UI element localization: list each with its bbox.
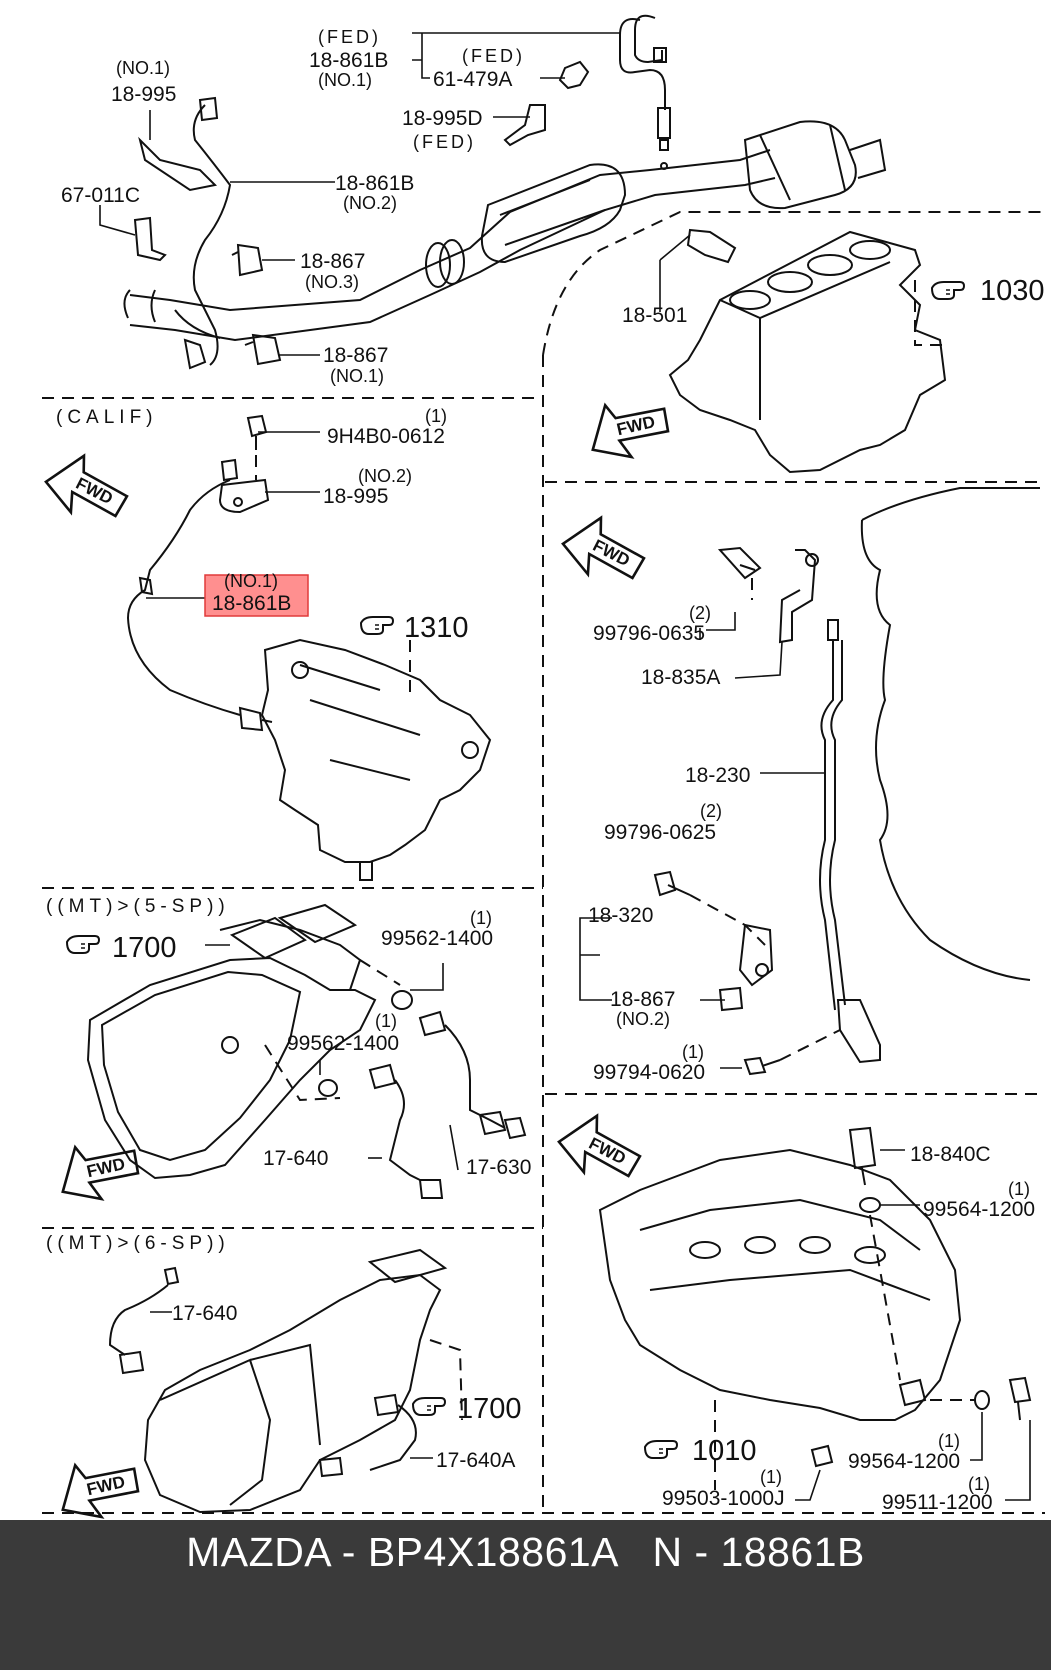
fwd-arrow-mt5: FWD bbox=[46, 1124, 149, 1214]
part-label: 17-630 bbox=[466, 1156, 531, 1179]
part-label: 18-867 bbox=[610, 988, 675, 1011]
part-label: 9H4B0-0612 bbox=[327, 425, 445, 448]
mt5-transmission-drawing bbox=[86, 903, 527, 1199]
section-heading-mt6: ((MT)>(6-SP)) bbox=[46, 1233, 230, 1254]
part-label: (NO.1) bbox=[318, 70, 372, 90]
part-label: 18-867 bbox=[300, 250, 365, 273]
part-label: (1) bbox=[938, 1431, 960, 1451]
part-label: 99503-1000J bbox=[662, 1487, 785, 1510]
top-left-leaders bbox=[99, 32, 620, 356]
reference-hand-icon bbox=[644, 1440, 678, 1459]
part-label: 99562-1400 bbox=[287, 1032, 399, 1055]
part-label: (1) bbox=[760, 1467, 782, 1487]
part-label: (FED) bbox=[462, 46, 525, 66]
part-label: (NO.2) bbox=[358, 466, 412, 486]
fwd-arrow-calif: FWD bbox=[38, 446, 136, 527]
part-label: 18-861B bbox=[335, 172, 414, 195]
reference-number: 1030 bbox=[980, 275, 1045, 307]
part-label: (1) bbox=[1008, 1179, 1030, 1199]
part-label: (FED) bbox=[413, 132, 476, 152]
part-label: 99796-0635 bbox=[593, 622, 705, 645]
fwd-arrow-right-mid: FWD bbox=[555, 508, 653, 589]
right-middle-drawing bbox=[579, 487, 1040, 1076]
part-label: 99562-1400 bbox=[381, 927, 493, 950]
exhaust-assembly-drawing bbox=[123, 14, 887, 370]
part-label: 61-479A bbox=[433, 68, 512, 91]
part-label: (1) bbox=[968, 1474, 990, 1494]
engine-block-drawing bbox=[659, 228, 947, 474]
fwd-arrow-mt6: FWD bbox=[46, 1442, 149, 1520]
parts-diagram: FWD FWD FWD FWD FWD FWD (CALIF) ((MT)>(5… bbox=[38, 14, 1045, 1520]
part-label: 17-640A bbox=[436, 1449, 515, 1472]
part-label: 18-840C bbox=[910, 1143, 991, 1166]
part-label: (NO.3) bbox=[305, 272, 359, 292]
part-labels: (FED) 18-861B (NO.1) (FED) 61-479A 18-99… bbox=[61, 27, 1045, 1514]
part-label: 18-861B bbox=[309, 49, 388, 72]
reference-number: 1700 bbox=[457, 1393, 522, 1425]
highlighted-part-box bbox=[204, 574, 309, 617]
part-label: 99794-0620 bbox=[593, 1061, 705, 1084]
part-label: (NO.1) bbox=[116, 58, 170, 78]
footer-bar bbox=[0, 1520, 1051, 1670]
highlighted-part-qty: (NO.1) bbox=[224, 571, 278, 591]
reference-hand-icon bbox=[360, 616, 394, 635]
part-label: 18-320 bbox=[588, 904, 653, 927]
cylinder-head-drawing bbox=[598, 1126, 1032, 1501]
section-heading-mt5: ((MT)>(5-SP)) bbox=[46, 896, 230, 917]
fwd-arrow-head: FWD bbox=[551, 1106, 649, 1187]
part-label: 17-640 bbox=[172, 1302, 237, 1325]
part-label: (2) bbox=[700, 801, 722, 821]
part-label: 18-835A bbox=[641, 666, 720, 689]
part-label: 18-501 bbox=[622, 304, 687, 327]
part-label: 99511-1200 bbox=[882, 1491, 993, 1514]
part-label: 18-995 bbox=[111, 83, 176, 106]
highlighted-part-number: 18-861B bbox=[212, 592, 291, 615]
part-label: 67-011C bbox=[61, 184, 140, 207]
calif-drawing bbox=[126, 414, 492, 881]
section-dividers bbox=[42, 211, 1045, 1515]
part-label: 99564-1200 bbox=[848, 1450, 960, 1473]
reference-number: 1010 bbox=[692, 1435, 757, 1467]
part-label: 99564-1200 bbox=[923, 1198, 1035, 1221]
reference-hand-icon bbox=[412, 1397, 446, 1416]
reference-hand-icon bbox=[66, 935, 100, 954]
part-label: 18-995 bbox=[323, 485, 388, 508]
part-label: 99796-0625 bbox=[604, 821, 716, 844]
reference-number: 1700 bbox=[112, 932, 177, 964]
reference-hand-icon bbox=[931, 281, 965, 300]
part-label: 18-230 bbox=[685, 764, 750, 787]
reference-number: 1310 bbox=[404, 612, 469, 644]
part-label: 17-640 bbox=[263, 1147, 328, 1170]
part-label: 18-995D bbox=[402, 107, 483, 130]
part-label: (NO.2) bbox=[616, 1009, 670, 1029]
part-label: (NO.1) bbox=[330, 366, 384, 386]
fwd-arrow-engine: FWD bbox=[576, 382, 679, 472]
part-label: (2) bbox=[689, 603, 711, 623]
part-label: (1) bbox=[375, 1011, 397, 1031]
part-label: (1) bbox=[425, 406, 447, 426]
part-number-caption: MAZDA - BP4X18861A N - 18861B bbox=[186, 1529, 865, 1575]
part-label: (NO.2) bbox=[343, 193, 397, 213]
part-label: 18-867 bbox=[323, 344, 388, 367]
part-label: (FED) bbox=[318, 27, 381, 47]
mt6-transmission-drawing bbox=[108, 1248, 463, 1514]
section-heading-calif: (CALIF) bbox=[56, 407, 158, 428]
part-label: (1) bbox=[682, 1042, 704, 1062]
part-label: (1) bbox=[470, 908, 492, 928]
